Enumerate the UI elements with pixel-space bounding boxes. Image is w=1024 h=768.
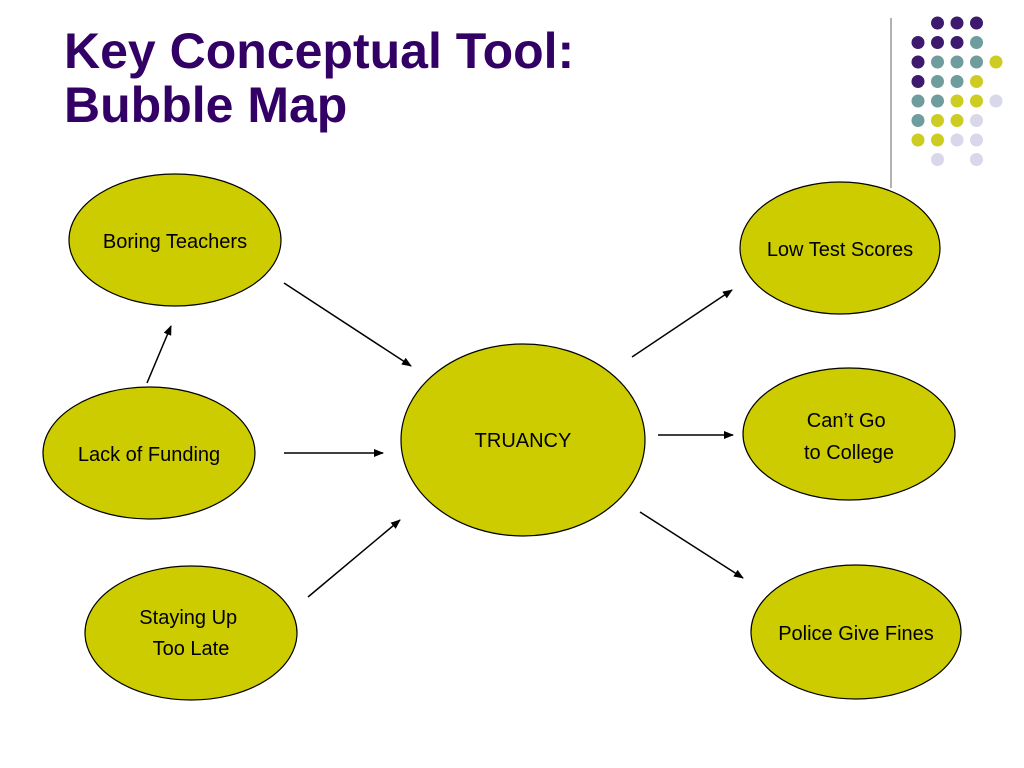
decorative-dot	[970, 153, 983, 166]
decorative-dot	[950, 94, 964, 108]
arrow-staying-up-to-truancy	[307, 519, 401, 598]
bubble-boring-teachers-label: Boring Teachers	[103, 231, 247, 253]
bubble-staying-up-too-late-shape	[84, 565, 298, 701]
arrow-truancy-to-police-give-fines	[639, 511, 744, 579]
bubble-low-test-scores-label: Low Test Scores	[767, 239, 913, 261]
decorative-dot	[950, 16, 964, 30]
bubble-cant-go-to-college-label-line-1: Can’t Go	[807, 410, 886, 432]
decorative-dot	[950, 133, 964, 147]
decorative-dot	[911, 75, 925, 88]
decorative-dot	[931, 16, 944, 30]
decorative-dot	[931, 114, 944, 127]
decorative-dot	[950, 75, 964, 88]
decorative-dot	[970, 94, 983, 108]
decorative-dot	[931, 133, 944, 147]
decorative-dot	[911, 94, 925, 108]
svg-text:Police Give Fines: Police Give Fines	[778, 623, 934, 645]
bubble-lack-of-funding-label: Lack of Funding	[78, 444, 220, 466]
bubble-staying-up-too-late-label-line-2: Too Late	[153, 638, 230, 660]
decorative-dot	[931, 75, 944, 88]
bubble-staying-up-too-late-label-line-1: Staying Up	[139, 607, 237, 629]
slide-title: Key Conceptual Tool: Bubble Map	[64, 24, 574, 132]
bubble-cant-go-to-college-label-line-2: to College	[804, 442, 894, 464]
slide-title-line-1: Key Conceptual Tool:	[64, 23, 575, 79]
bubble-low-test-scores-shape	[739, 181, 941, 315]
decorative-dot	[970, 114, 983, 127]
bubble-truancy: TRUANCY	[400, 343, 646, 537]
decorative-dot	[931, 94, 944, 108]
arrow-boring-teachers-to-truancy	[283, 282, 412, 367]
arrow-lack-of-funding-to-boring-teachers	[146, 325, 172, 384]
arrows-layer	[146, 282, 744, 598]
bubble-low-test-scores: Low Test Scores	[739, 181, 941, 315]
decorative-dot	[950, 55, 964, 69]
bubble-truancy-shape	[400, 343, 646, 537]
bubble-police-give-fines: Police Give Fines	[750, 564, 962, 700]
decorative-dot	[970, 133, 983, 147]
decorative-dot	[911, 55, 925, 69]
decorative-dot	[911, 114, 925, 127]
bubble-truancy-label: TRUANCY	[475, 430, 572, 452]
decorative-dot-grid	[911, 16, 1003, 166]
svg-text:Low Test Scores: Low Test Scores	[767, 239, 913, 261]
svg-text:Boring Teachers: Boring Teachers	[103, 231, 247, 253]
bubble-lack-of-funding: Lack of Funding	[42, 386, 256, 520]
bubble-police-give-fines-label: Police Give Fines	[778, 623, 934, 645]
decorative-dot	[931, 36, 944, 49]
svg-text:TRUANCY: TRUANCY	[475, 430, 572, 452]
decorative-dot	[911, 36, 925, 49]
arrow-truancy-to-low-test-scores	[631, 289, 733, 358]
bubble-lack-of-funding-shape	[42, 386, 256, 520]
svg-text:Lack of Funding: Lack of Funding	[78, 444, 220, 466]
bubble-police-give-fines-shape	[750, 564, 962, 700]
decorative-dot	[970, 75, 983, 88]
bubble-cant-go-to-college: Can’t Go to College	[742, 367, 956, 501]
decorative-dot	[970, 55, 983, 69]
bubble-staying-up-too-late: Staying Up Too Late	[84, 565, 298, 701]
decorative-dot	[970, 36, 983, 49]
bubble-boring-teachers-shape	[68, 173, 282, 307]
decorative-dot	[931, 153, 944, 166]
bubble-cant-go-to-college-shape	[742, 367, 956, 501]
slide-title-line-2: Bubble Map	[64, 77, 348, 133]
decorative-dot	[911, 133, 925, 147]
decorative-dot	[989, 55, 1003, 69]
svg-text:Staying Up Too Late: Staying Up Too Late	[139, 607, 242, 660]
svg-text:Can’t Go to College: Can’t Go to College	[804, 410, 894, 464]
decorative-dot	[950, 114, 964, 127]
bubble-boring-teachers: Boring Teachers	[68, 173, 282, 307]
decorative-dot	[931, 55, 944, 69]
decorative-dot	[950, 36, 964, 49]
decorative-dot	[970, 16, 983, 30]
decorative-dot	[989, 94, 1003, 108]
